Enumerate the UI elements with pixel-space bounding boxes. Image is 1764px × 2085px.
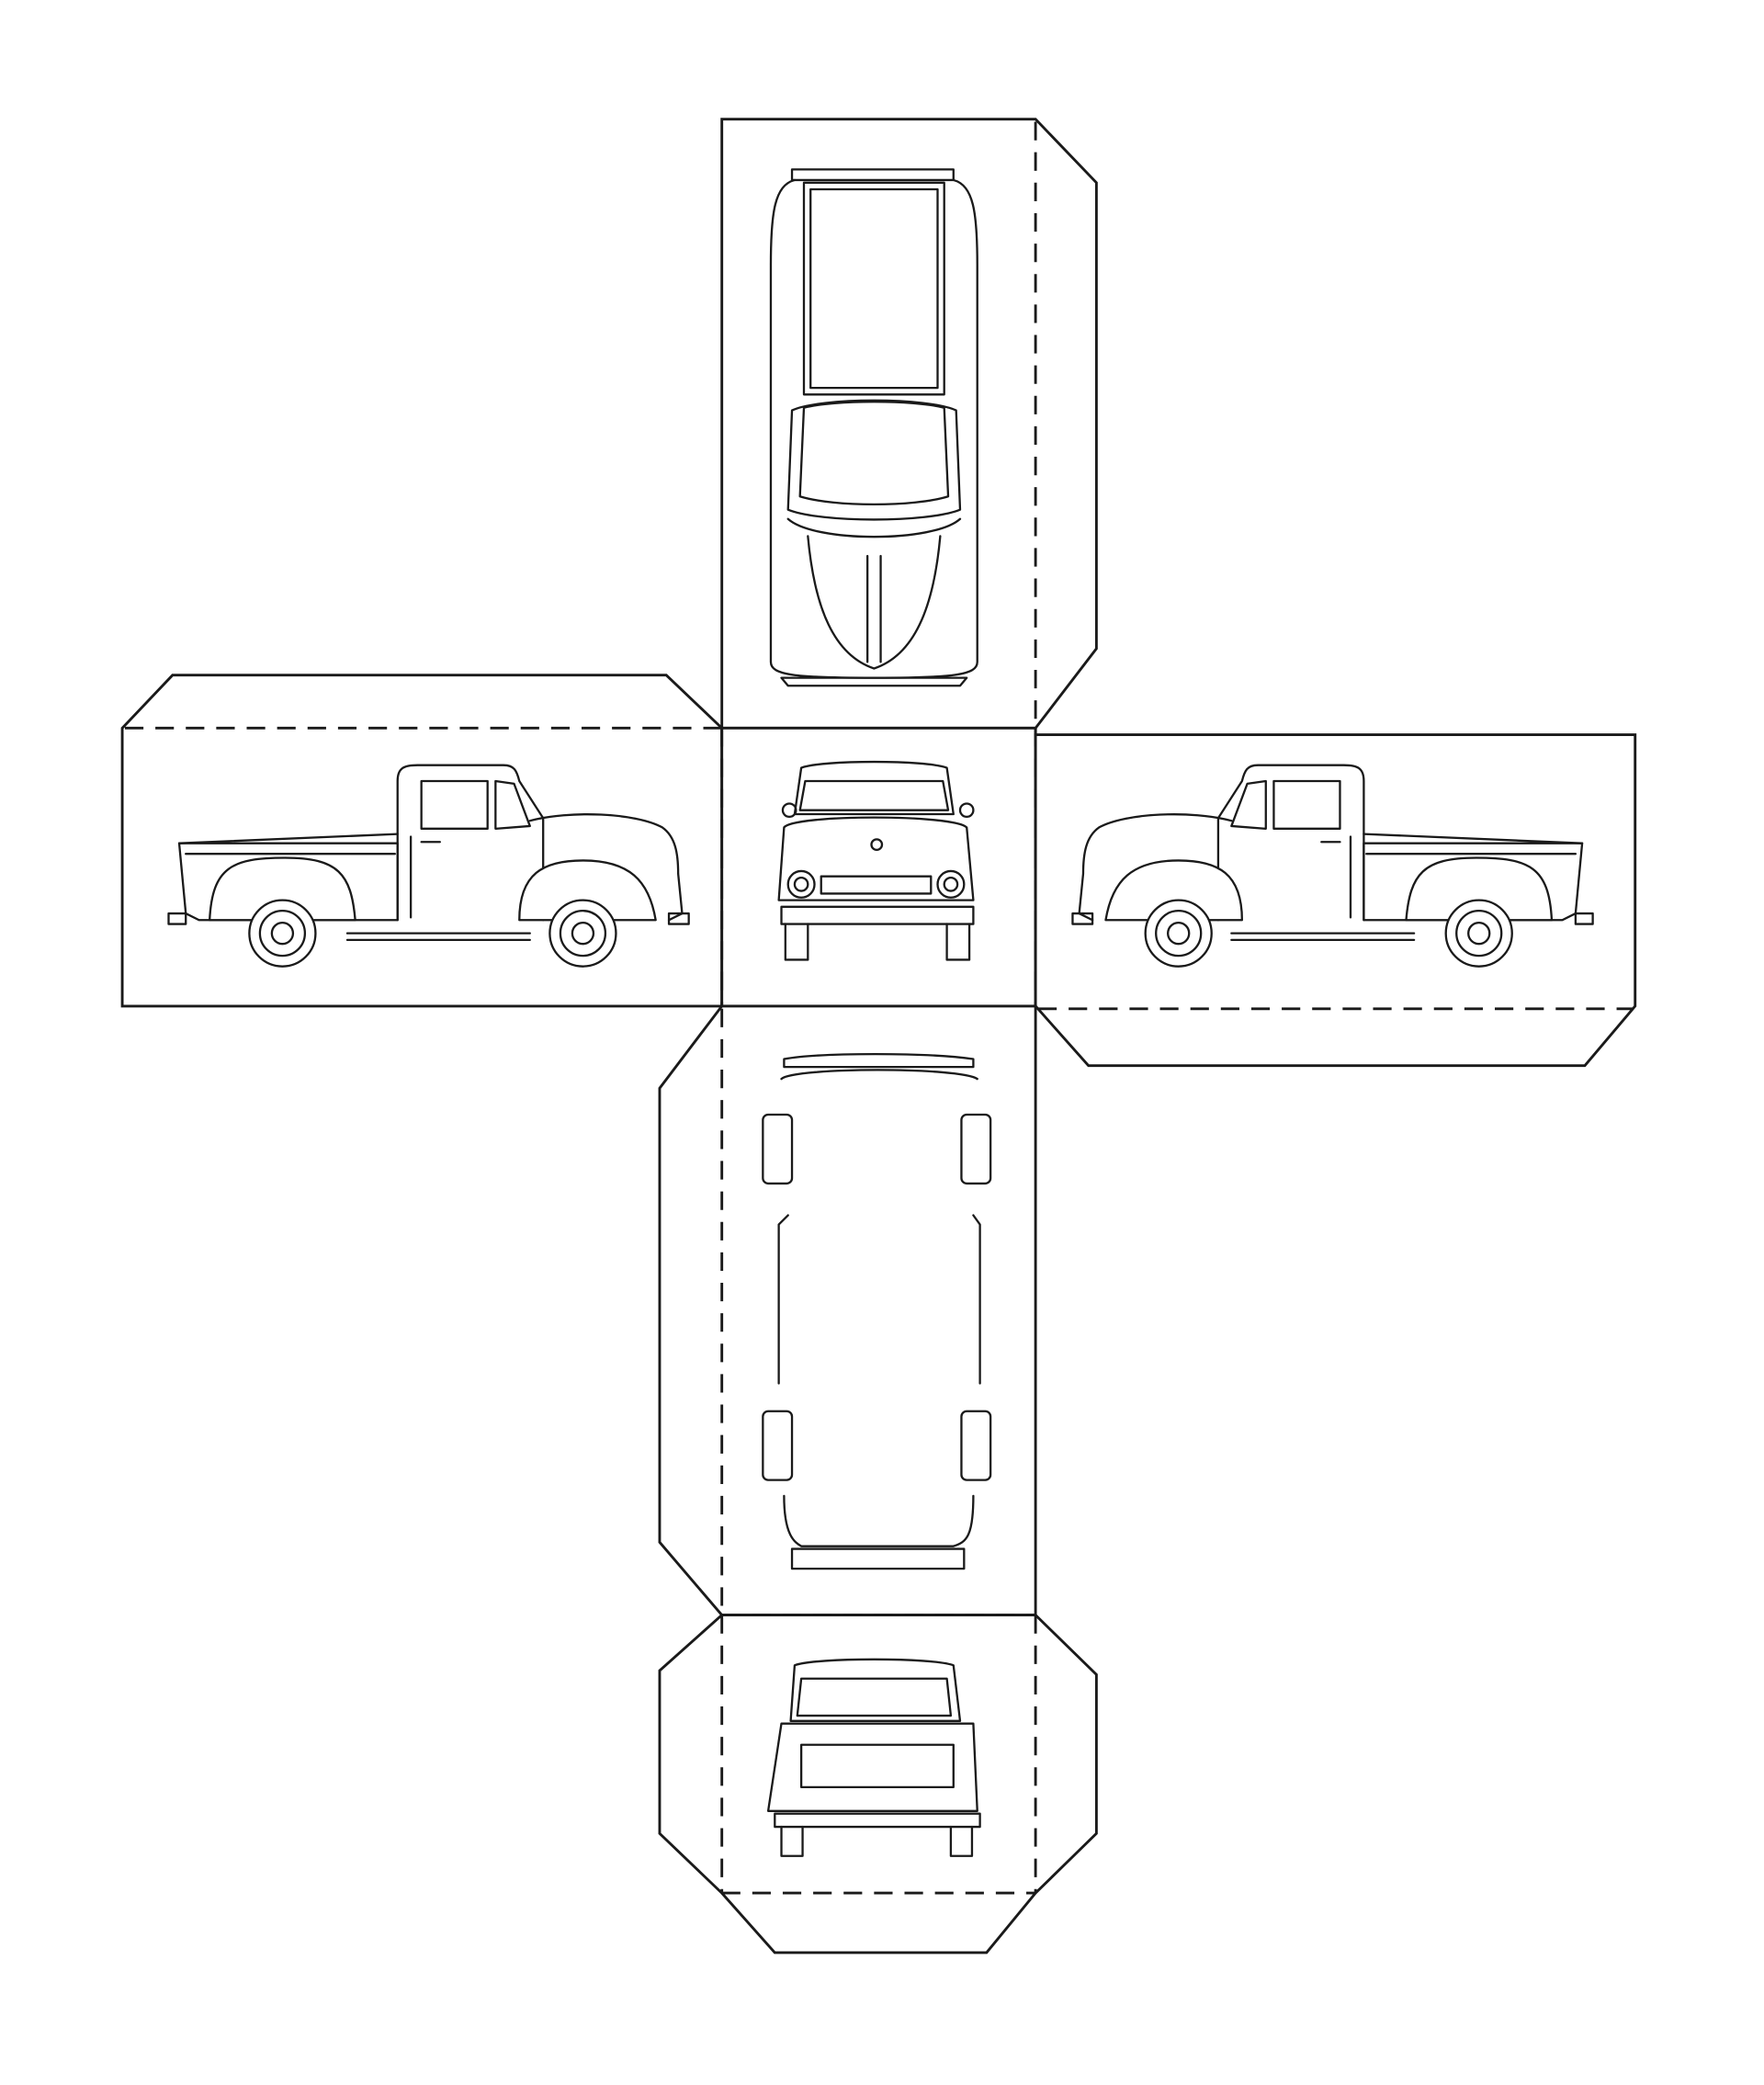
right-side-panel bbox=[1034, 733, 1637, 1068]
truck-bottom-view-drawing bbox=[762, 1052, 992, 1570]
bottom-view-panel bbox=[658, 1004, 1037, 1617]
top-view-panel bbox=[720, 118, 1098, 730]
left-side-panel bbox=[120, 674, 724, 1008]
truck-top-view-drawing bbox=[769, 168, 978, 687]
rear-view-panel bbox=[658, 1614, 1098, 1955]
front-view-panel bbox=[720, 726, 1037, 1008]
truck-rear-view-drawing bbox=[766, 1658, 981, 1857]
truck-front-view-drawing bbox=[777, 760, 975, 961]
